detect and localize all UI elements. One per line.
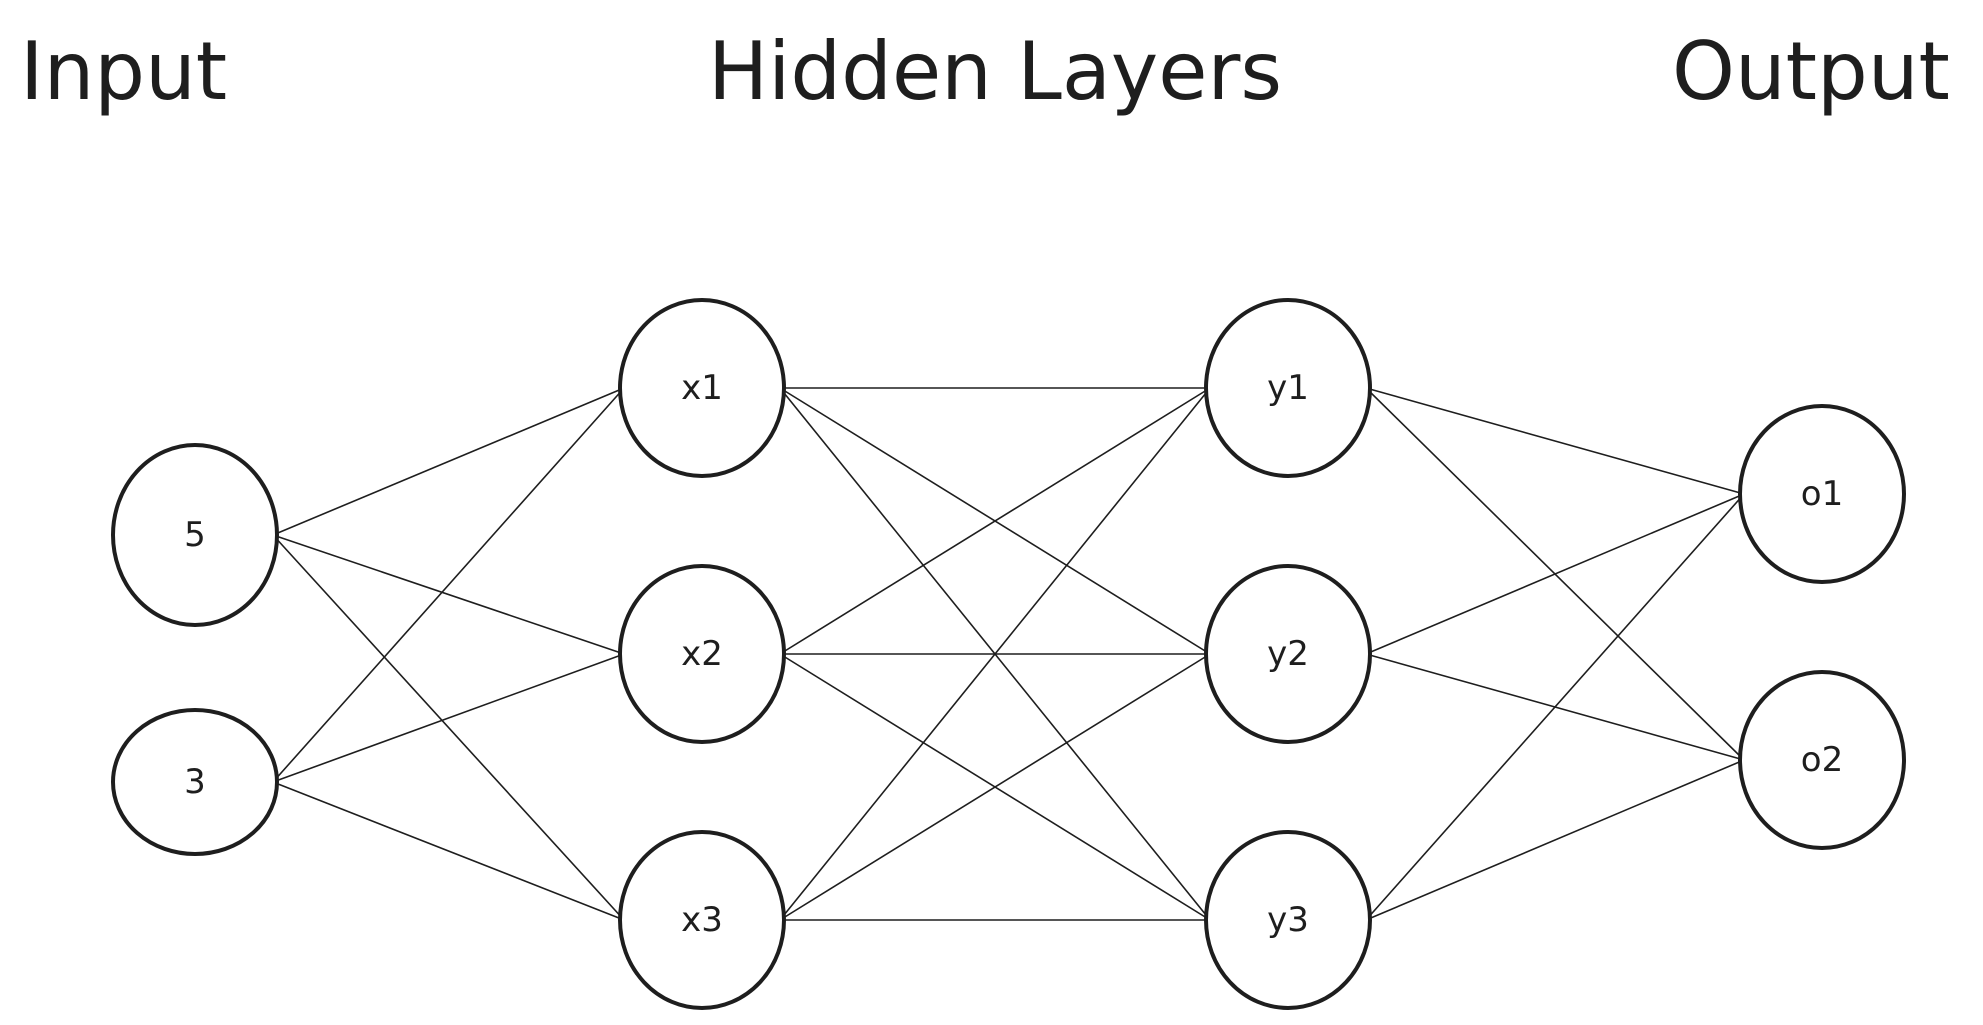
node-y1: y1 (1204, 298, 1372, 478)
edges-layer (272, 387, 1745, 921)
node-circle-x2 (618, 564, 786, 744)
edge-y1-o1 (1365, 387, 1745, 495)
node-circle-o1 (1738, 404, 1906, 584)
node-o2: o2 (1738, 670, 1906, 850)
edge-in1-x1 (272, 387, 625, 536)
node-label-y2: y2 (1267, 634, 1309, 674)
node-in2: 3 (111, 708, 279, 856)
edge-x3-y2 (779, 653, 1211, 921)
node-x1: x1 (618, 298, 786, 478)
node-label-x3: x3 (681, 900, 723, 940)
node-circle-y1 (1204, 298, 1372, 478)
node-circle-x3 (618, 830, 786, 1010)
edge-x3-y1 (779, 387, 1211, 921)
node-in1: 5 (111, 443, 279, 627)
edge-in1-x3 (272, 534, 625, 921)
heading-input: Input (20, 25, 228, 118)
edge-in2-x3 (272, 781, 625, 921)
node-circle-y2 (1204, 564, 1372, 744)
heading-hidden-layers: Hidden Layers (708, 25, 1283, 118)
edge-y3-o1 (1365, 493, 1745, 921)
node-circle-x1 (618, 298, 786, 478)
node-circle-y3 (1204, 830, 1372, 1010)
edge-y2-o1 (1365, 493, 1745, 655)
node-circle-o2 (1738, 670, 1906, 850)
node-label-o2: o2 (1801, 740, 1843, 780)
node-label-x1: x1 (681, 368, 723, 408)
node-o1: o1 (1738, 404, 1906, 584)
node-label-y3: y3 (1267, 900, 1309, 940)
node-label-in1: 5 (184, 515, 206, 555)
node-circle-in2 (111, 708, 279, 856)
edge-in1-x2 (272, 534, 625, 655)
node-y2: y2 (1204, 564, 1372, 744)
node-y3: y3 (1204, 830, 1372, 1010)
edge-y3-o2 (1365, 759, 1745, 921)
node-x3: x3 (618, 830, 786, 1010)
edge-in2-x2 (272, 653, 625, 783)
edge-x2-y1 (779, 387, 1211, 655)
node-label-o1: o1 (1801, 474, 1843, 514)
node-label-in2: 3 (184, 762, 206, 802)
node-circle-in1 (111, 443, 279, 627)
heading-output: Output (1672, 25, 1950, 118)
edge-in2-x1 (272, 387, 625, 783)
nodes-layer: 5 3 x1 x2 x3 y1 y2 y3 o1 o2 (111, 298, 1906, 1010)
node-label-y1: y1 (1267, 368, 1309, 408)
node-label-x2: x2 (681, 634, 723, 674)
node-x2: x2 (618, 564, 786, 744)
